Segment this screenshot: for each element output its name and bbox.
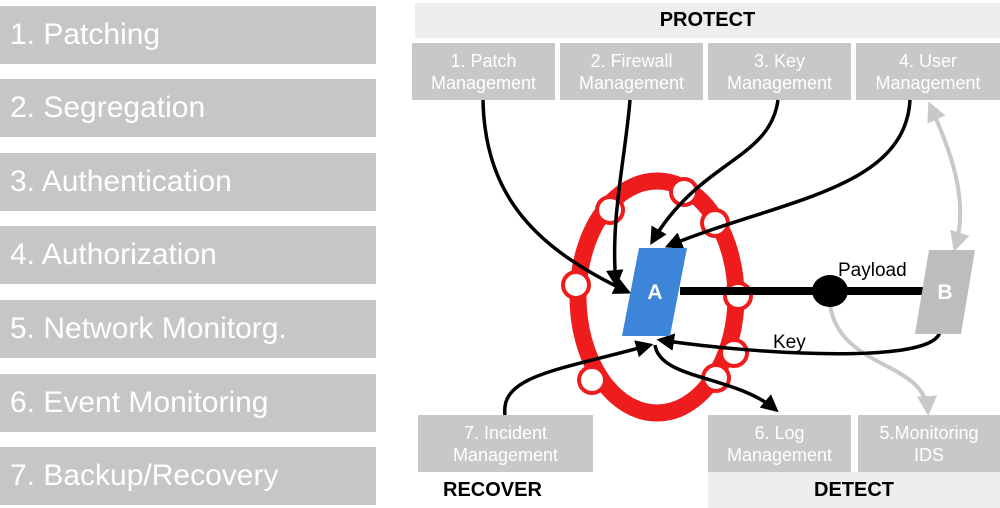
incident-management-box: 7. Incident Management <box>418 415 593 472</box>
user-to-a-arrow <box>664 99 912 249</box>
payload-tap <box>812 275 848 307</box>
user-to-b-arrow <box>927 101 970 252</box>
ring-checkpoint <box>723 281 753 311</box>
node-a <box>622 248 687 336</box>
patch-management-box: 1. Patch Management <box>412 43 555 100</box>
protect-header: PROTECT <box>415 3 1000 38</box>
firewall-to-a-arrow <box>605 99 632 288</box>
monitoring-ids-label: 5.Monitoring IDS <box>879 422 979 465</box>
step-authorization: 4. Authorization <box>0 226 376 284</box>
user-management-box: 4. User Management <box>856 43 1000 100</box>
step-event-monitoring: 6. Event Monitoring <box>0 374 376 432</box>
node-b-label: B <box>937 281 952 304</box>
monitoring-ids-box: 5.Monitoring IDS <box>858 415 1000 472</box>
step-backup-recovery: 7. Backup/Recovery <box>0 447 376 505</box>
key-to-a-arrow <box>650 99 780 246</box>
log-management-box: 6. Log Management <box>708 415 851 472</box>
key-management-label: 3. Key Management <box>726 50 833 93</box>
node-a-label: A <box>647 281 662 304</box>
detect-header: DETECT <box>708 472 1000 508</box>
payload-to-monitoring-arrow <box>828 304 938 416</box>
key-management-box: 3. Key Management <box>708 43 851 100</box>
payload-label: Payload <box>838 260 907 281</box>
step-patching: 1. Patching <box>0 6 376 64</box>
ring-checkpoints <box>561 177 753 395</box>
user-management-label: 4. User Management <box>875 50 981 93</box>
incident-management-label: 7. Incident Management <box>452 422 559 465</box>
log-management-label: 6. Log Management <box>726 422 833 465</box>
key-b-to-a-arrow <box>656 329 942 356</box>
patch-to-a-arrow <box>481 99 632 294</box>
step-authentication: 3. Authentication <box>0 153 376 211</box>
ring-checkpoint <box>669 177 699 207</box>
firewall-management-box: 2. Firewall Management <box>560 43 703 100</box>
ring-checkpoint <box>561 270 591 300</box>
node-b <box>915 250 975 334</box>
ring-checkpoint <box>719 338 749 368</box>
ring-checkpoint <box>577 365 607 395</box>
firewall-management-label: 2. Firewall Management <box>578 50 685 93</box>
incident-to-a-arrow <box>503 340 654 416</box>
recover-header: RECOVER <box>415 472 585 508</box>
step-network-monitoring: 5. Network Monitorg. <box>0 300 376 358</box>
patch-management-label: 1. Patch Management <box>430 50 537 93</box>
a-to-log-arrow <box>653 344 779 413</box>
key-label: Key <box>773 332 806 353</box>
step-segregation: 2. Segregation <box>0 79 376 137</box>
